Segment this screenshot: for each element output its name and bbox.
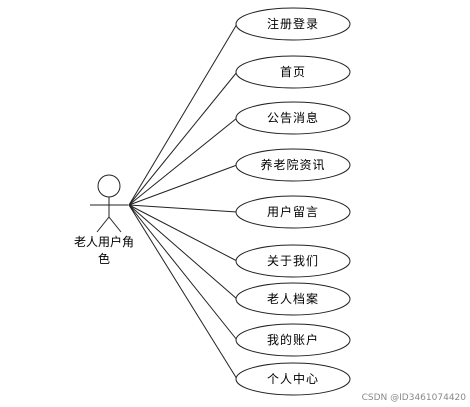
use-case-ellipse bbox=[235, 101, 351, 135]
use-case-ellipse bbox=[235, 148, 351, 182]
use-case-label: 首页 bbox=[279, 65, 306, 79]
actor-label: 老人用户角色 bbox=[73, 235, 134, 266]
use-case-label: 养老院资讯 bbox=[260, 158, 326, 172]
use-case-label: 关于我们 bbox=[266, 254, 319, 268]
association-line bbox=[128, 164, 238, 206]
use-case-ellipse bbox=[235, 362, 351, 396]
use-case-ellipse bbox=[235, 282, 351, 316]
use-case-label: 我的账户 bbox=[266, 333, 319, 347]
association-line bbox=[128, 117, 238, 206]
association-line bbox=[128, 204, 238, 262]
use-case-ellipse bbox=[235, 244, 351, 278]
association-line bbox=[128, 204, 238, 300]
association-line bbox=[128, 204, 238, 380]
use-case-ellipse bbox=[235, 195, 351, 229]
use-case-label: 注册登录 bbox=[266, 17, 319, 31]
use-case-ellipse bbox=[235, 323, 351, 357]
actor-right-leg bbox=[108, 216, 122, 233]
use-case-label: 个人中心 bbox=[266, 372, 319, 386]
association-line bbox=[128, 204, 238, 341]
actor-head bbox=[97, 174, 121, 198]
association-line bbox=[128, 71, 238, 206]
association-line bbox=[128, 204, 238, 213]
actor-figure bbox=[90, 174, 128, 233]
use-case-label: 公告消息 bbox=[266, 111, 319, 125]
use-case-label: 用户留言 bbox=[266, 205, 319, 219]
use-case-ellipse bbox=[235, 55, 351, 89]
use-case-ellipse bbox=[235, 7, 351, 41]
association-line bbox=[128, 23, 238, 206]
actor-left-leg bbox=[96, 216, 110, 233]
use-case-label: 老人档案 bbox=[266, 292, 319, 306]
watermark: CSDN @ID3461074420 bbox=[361, 393, 466, 403]
